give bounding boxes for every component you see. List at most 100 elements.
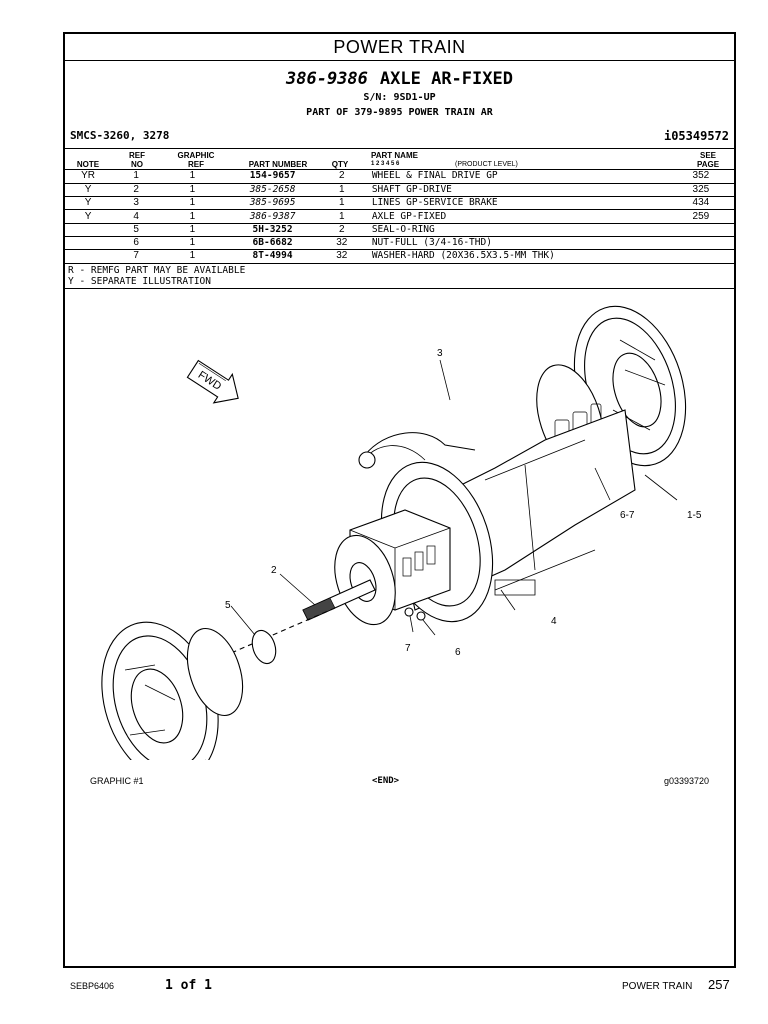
cell-graphic: 1 [161,170,224,184]
note-separate: Y - SEPARATE ILLUSTRATION [68,276,211,287]
cell-graphic: 1 [161,236,224,251]
cell-qty: 1 [321,183,362,198]
cell-part-name: SEAL-O-RING [361,223,668,237]
callout-5: 5 [225,600,231,611]
col-ref-top: REF [129,151,145,160]
cell-see-page [667,223,734,237]
callout-6-7: 6-7 [620,510,635,521]
cell-ref: 2 [111,183,162,198]
cell-note [65,236,112,251]
cell-graphic: 1 [161,223,224,237]
cell-ref: 7 [111,249,162,264]
col-product-level: (PRODUCT LEVEL) [455,161,518,168]
notes: R - REMFG PART MAY BE AVAILABLE Y - SEPA… [68,265,245,287]
cell-part-name: SHAFT GP-DRIVE [361,183,668,198]
cell-graphic: 1 [161,183,224,198]
part-description: AXLE AR-FIXED [379,69,513,89]
nut-washer [404,607,426,621]
callout-2: 2 [271,565,277,576]
cell-part-name: NUT-FULL (3/4-16-THD) [361,236,668,251]
cell-note [65,223,112,237]
col-graphic-bot: REF [188,160,204,169]
smcs-code: SMCS-3260, 3278 [70,129,170,142]
cell-ref: 5 [111,223,162,237]
col-note: NOTE [76,160,100,169]
cell-note [65,249,112,264]
cell-part-name: AXLE GP-FIXED [361,209,668,224]
cell-ref: 6 [111,236,162,251]
cell-part-name: WHEEL & FINAL DRIVE GP [361,170,668,184]
callout-4: 4 [551,616,557,627]
part-header: 386-9386 AXLE AR-FIXED S/N: 9SD1-UP PART … [65,61,734,118]
cell-see-page: 352 [667,170,734,184]
cell-part-number: 8T-4994 [223,249,322,264]
part-number: 386-9386 [286,69,368,89]
cell-part-number: 385-9695 [223,196,322,211]
cell-part-name: LINES GP-SERVICE BRAKE [361,196,668,211]
cell-ref: 3 [111,196,162,211]
page-number: 257 [708,977,730,992]
callout-6: 6 [455,647,461,658]
page-frame: POWER TRAIN 386-9386 AXLE AR-FIXED S/N: 9… [63,32,736,968]
cell-see-page [667,236,734,251]
cell-graphic: 1 [161,196,224,211]
cell-qty: 32 [321,249,362,264]
axle-housing [334,409,636,626]
cell-see-page: 259 [667,209,734,224]
callout-7: 7 [405,643,411,654]
serial-number: S/N: 9SD1-UP [363,92,436,103]
part-of: PART OF 379-9895 POWER TRAIN AR [306,107,493,118]
exploded-view-drawing: FWD [101,305,702,760]
column-headers: NOTE REF NO GRAPHIC REF PART NUMBER QTY … [65,148,734,170]
illustration-id: i05349572 [663,129,729,143]
col-see-bot: PAGE [696,160,720,169]
cell-part-number: 154-9657 [223,170,322,184]
graphic-label: GRAPHIC #1 [90,776,144,786]
col-graphic-top: GRAPHIC [177,151,215,160]
col-see-top: SEE [699,151,716,160]
section-title: POWER TRAIN [65,34,734,61]
cell-qty: 1 [321,196,362,211]
fwd-arrow: FWD [186,359,239,404]
cell-qty: 32 [321,236,362,251]
cell-note: Y [65,183,112,198]
cell-graphic: 1 [161,249,224,264]
callout-3: 3 [437,348,443,359]
cell-part-number: 386-9387 [223,209,322,224]
part-title: 386-9386 AXLE AR-FIXED [65,69,734,89]
footer-section: POWER TRAIN [622,981,693,992]
cell-see-page: 325 [667,183,734,198]
graphic-id: g03393720 [663,776,709,786]
cell-part-number: 385-2658 [223,183,322,198]
left-wheel-hub [101,621,244,760]
end-marker: <END> [372,776,400,786]
note-remfg: R - REMFG PART MAY BE AVAILABLE [68,265,246,276]
callout-1-5: 1-5 [687,510,702,521]
cell-qty: 1 [321,209,362,224]
cell-part-name: WASHER-HARD (20X36.5X3.5-MM THK) [361,249,668,264]
col-levels: 1 2 3 4 5 6 [371,161,400,167]
col-part-name: PART NAME [371,151,418,160]
o-ring [251,629,277,665]
col-ref-bot: NO [131,160,143,169]
col-qty: QTY [331,160,349,169]
cell-ref: 1 [111,170,162,184]
cell-qty: 2 [321,170,362,184]
cell-note: Y [65,196,112,211]
cell-graphic: 1 [161,209,224,224]
cell-ref: 4 [111,209,162,224]
drive-shaft [214,579,376,661]
cell-qty: 2 [321,223,362,237]
cell-note: YR [65,170,112,184]
cell-part-number: 5H-3252 [223,223,322,237]
col-part-number: PART NUMBER [248,160,308,169]
cell-part-number: 6B-6682 [223,236,322,251]
cell-note: Y [65,209,112,224]
